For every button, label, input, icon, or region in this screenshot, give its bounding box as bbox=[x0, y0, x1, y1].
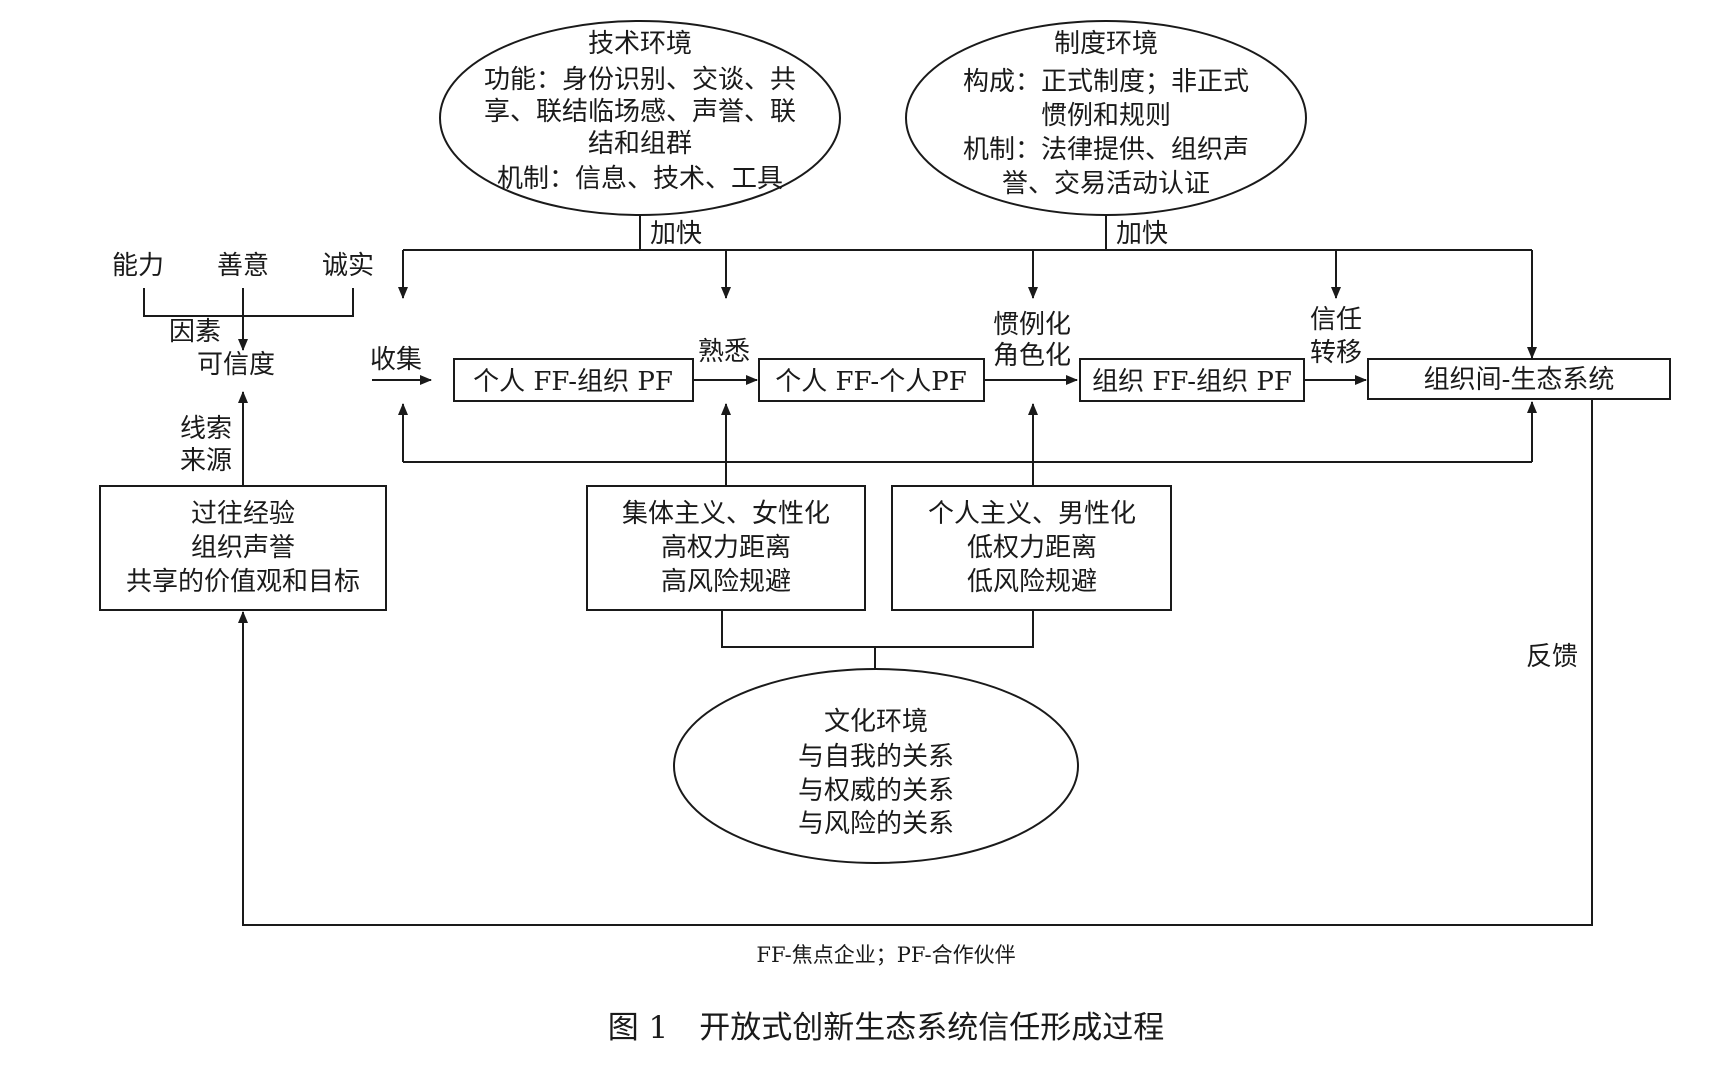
tech-env-line-2: 享、联结临场感、声誉、联 bbox=[484, 97, 796, 127]
stage-1-box: 个人 FF-组织 PF bbox=[453, 358, 694, 402]
factor-goodwill: 善意 bbox=[217, 251, 269, 281]
trust-transfer-label-1: 信任 bbox=[1310, 305, 1362, 335]
factor-ability: 能力 bbox=[112, 251, 164, 281]
stage-3-label: 组织 FF-组织 PF bbox=[1092, 367, 1292, 397]
collectivism-line-1: 集体主义、女性化 bbox=[622, 499, 830, 529]
routinize-label-1: 惯例化 bbox=[993, 310, 1071, 340]
stage-3-box: 组织 FF-组织 PF bbox=[1079, 358, 1305, 402]
clue-source-line-1: 线索 bbox=[180, 414, 232, 444]
factor-honesty: 诚实 bbox=[322, 251, 374, 281]
collectivism-line-3: 高风险规避 bbox=[661, 567, 791, 597]
collectivism-line-2: 高权力距离 bbox=[661, 533, 791, 563]
stage-2-box: 个人 FF-个人PF bbox=[758, 358, 985, 402]
culture-env-title: 文化环境 bbox=[824, 707, 928, 737]
clue-source-line-2: 来源 bbox=[180, 446, 232, 476]
culture-env-line-3: 与风险的关系 bbox=[798, 809, 954, 839]
trust-transfer-label-2: 转移 bbox=[1310, 338, 1362, 368]
inst-env-line-4: 誉、交易活动认证 bbox=[1002, 169, 1210, 199]
routinize-label-2: 角色化 bbox=[993, 341, 1071, 371]
factors-label: 因素 bbox=[169, 317, 221, 347]
culture-environment-node: 文化环境 与自我的关系 与权威的关系 与风险的关系 bbox=[673, 668, 1079, 864]
feedback-label: 反馈 bbox=[1526, 642, 1578, 672]
past-box-line-2: 组织声誉 bbox=[191, 533, 295, 563]
individualism-line-3: 低风险规避 bbox=[967, 567, 1097, 597]
tech-env-line-3: 结和组群 bbox=[588, 129, 692, 159]
culture-env-line-2: 与权威的关系 bbox=[798, 776, 954, 806]
institutional-environment-node: 制度环境 构成：正式制度；非正式 惯例和规则 机制：法律提供、组织声 誉、交易活… bbox=[905, 20, 1307, 216]
collect-label: 收集 bbox=[370, 345, 422, 375]
figure-caption: 图 1 开放式创新生态系统信任形成过程 bbox=[608, 1010, 1165, 1046]
tech-env-line-4: 机制：信息、技术、工具 bbox=[497, 164, 783, 194]
inst-env-line-1: 构成：正式制度；非正式 bbox=[963, 67, 1249, 97]
collectivism-box: 集体主义、女性化 高权力距离 高风险规避 bbox=[586, 485, 866, 611]
stage-4-label: 组织间-生态系统 bbox=[1424, 365, 1615, 395]
individualism-box: 个人主义、男性化 低权力距离 低风险规避 bbox=[891, 485, 1172, 611]
feedback-loop-arrow bbox=[238, 399, 1593, 926]
tech-environment-node: 技术环境 功能：身份识别、交谈、共 享、联结临场感、声誉、联 结和组群 机制：信… bbox=[439, 20, 841, 216]
inst-env-title: 制度环境 bbox=[1054, 29, 1158, 59]
inst-env-line-2: 惯例和规则 bbox=[1041, 101, 1171, 131]
individualism-line-1: 个人主义、男性化 bbox=[928, 499, 1136, 529]
credibility-label: 可信度 bbox=[197, 350, 275, 380]
legend-note: FF-焦点企业；PF-合作伙伴 bbox=[756, 943, 1015, 967]
stage-2-label: 个人 FF-个人PF bbox=[775, 367, 967, 397]
past-experience-box: 过往经验 组织声誉 共享的价值观和目标 bbox=[99, 485, 387, 611]
stage-1-label: 个人 FF-组织 PF bbox=[473, 367, 673, 397]
culture-boxes-bracket bbox=[721, 610, 1034, 648]
inst-env-line-3: 机制：法律提供、组织声 bbox=[963, 135, 1249, 165]
tech-env-title: 技术环境 bbox=[588, 29, 692, 59]
accelerate-label-left: 加快 bbox=[650, 219, 702, 249]
familiar-label: 熟悉 bbox=[698, 337, 750, 367]
stage-4-box: 组织间-生态系统 bbox=[1367, 358, 1671, 400]
tech-env-line-1: 功能：身份识别、交谈、共 bbox=[484, 65, 796, 95]
accelerate-label-right: 加快 bbox=[1116, 219, 1168, 249]
individualism-line-2: 低权力距离 bbox=[967, 533, 1097, 563]
past-box-line-3: 共享的价值观和目标 bbox=[126, 567, 360, 597]
factors-bracket bbox=[143, 288, 354, 317]
culture-env-line-1: 与自我的关系 bbox=[798, 742, 954, 772]
past-box-line-1: 过往经验 bbox=[191, 499, 295, 529]
